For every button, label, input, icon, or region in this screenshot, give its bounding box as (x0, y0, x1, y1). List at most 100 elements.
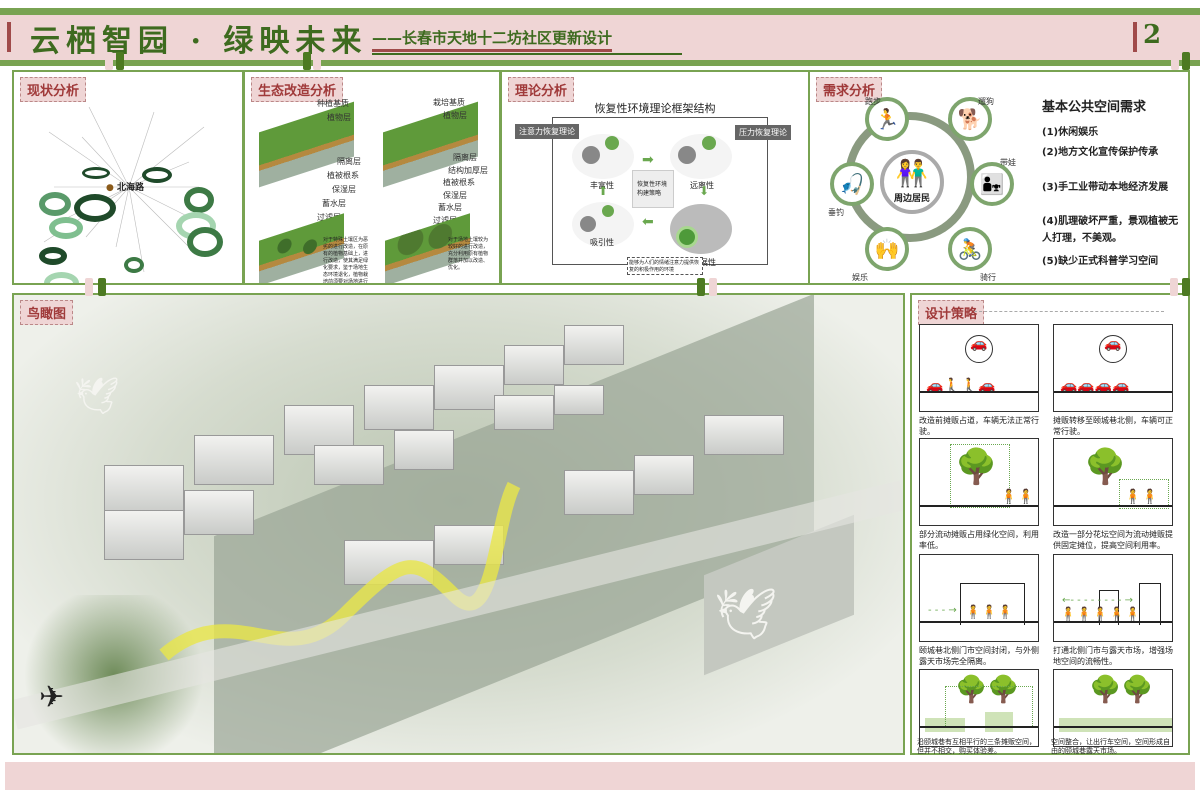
cars-icon: 🚗 (1099, 335, 1127, 363)
binder-clip (697, 278, 705, 296)
distance-node (670, 134, 732, 179)
activity-label: 娱乐 (852, 273, 868, 282)
node-distance-label: 远离性 (690, 181, 714, 190)
fishing-icon: 🎣 (830, 162, 874, 206)
theory-tag: 理论分析 (508, 77, 575, 102)
bird-icon: 🕊 (74, 376, 120, 417)
design-strategy-panel: 设计策略 🚗🚗🚶🚶🚗 🚗🚗🚗🚗🚗 改造前摊贩占道，车辆无法正常行驶。 摊贩转移至… (910, 293, 1190, 755)
ecology-tag: 生态改造分析 (251, 77, 344, 102)
fascination-node (572, 202, 634, 247)
activity-label: 垂钓 (828, 208, 844, 217)
page-subtitle: ——长春市天地十二坊社区更新设计 (372, 27, 613, 52)
tree-icon: 🌳 (1084, 447, 1127, 487)
binder-clip (1171, 52, 1179, 70)
location-icon: ● (106, 183, 114, 193)
strategy-diagram-6: ←- - - - - - - - →🧍🧍🧍🧍🧍 (1053, 554, 1173, 642)
node-ring (142, 167, 172, 183)
header-band (0, 15, 1200, 60)
strategy-caption: 部分流动摊贩占用绿化空间，利用率低。 (919, 530, 1039, 550)
binder-clip (709, 278, 717, 296)
arrow-down-icon: ⬇ (699, 184, 710, 198)
need-item: (1)休闲娱乐 (1042, 127, 1099, 138)
node-ring (124, 257, 144, 273)
needs-list: 基本公共空间需求 (1)休闲娱乐 (2)地方文化宣传保护传承 (3)手工业带动本… (1042, 96, 1182, 272)
top-green-bar (0, 8, 1200, 15)
binder-clip (98, 278, 106, 296)
node-ring (39, 247, 67, 265)
needs-panel: 需求分析 👫周边居民 🏃 🐕 👨‍👧 🚴 🙌 🎣 跑步 遛狗 带娃 骑行 娱乐 … (808, 70, 1190, 285)
footer-band (5, 762, 1195, 790)
status-center-label: 北海路 (117, 183, 145, 193)
dog-walking-icon: 🐕 (948, 97, 992, 141)
strategy-tag: 设计策略 (918, 300, 985, 325)
needs-tag: 需求分析 (816, 77, 883, 102)
node-ring (74, 194, 116, 222)
ecology-note-b: 对于场地土壤较为较好的进行改造，充分利用原有植物群落并加以改造、优化。 (448, 237, 489, 271)
binder-clip (85, 278, 93, 296)
ecology-note-a: 对于特殊土壤区为恶劣的进行改造，在原有的植物基础上，进行改造，使其满足绿化要求，… (323, 237, 369, 285)
node-ring (82, 167, 110, 179)
need-item: (4)肌理破坏严重，景观植被无人打理，不美观。 (1042, 216, 1179, 244)
cycling-icon: 🚴 (948, 227, 992, 271)
yellow-walkway (14, 480, 903, 730)
node-ring (184, 187, 214, 213)
arrow-right-icon: ➡ (642, 152, 654, 168)
activity-label: 带娃 (1000, 158, 1016, 167)
need-item: (2)地方文化宣传保护传承 (1042, 147, 1159, 158)
no-cars-icon: 🚗 (965, 335, 993, 363)
binder-clip (1170, 278, 1178, 296)
node-ring (187, 227, 223, 257)
strategy-caption: 摊贩转移至颐城巷北侧，车辆可正常行驶。 (1053, 416, 1173, 436)
strategy-diagram-3: 🌳🧍🧍 (919, 438, 1039, 526)
strategy-caption: 打通北侧门市与露天市场，增强场地空间的流畅性。 (1053, 646, 1173, 666)
tree-icon: 🌳🌳 (955, 675, 1020, 705)
aerial-rendering: 🕊 🕊 ✈ (14, 295, 903, 753)
tree-icon: 🌳 (955, 447, 998, 487)
node-richness-label: 丰富性 (590, 181, 614, 190)
bird-icon: 🕊 (714, 585, 778, 643)
activity-label: 遛狗 (978, 97, 994, 106)
subtitle-underline (372, 53, 682, 55)
binder-clip (313, 52, 321, 70)
theory-note: 能够为人们的情绪注意力提供恢复的积极作用的环境 (627, 257, 703, 275)
aerial-view-panel: 🕊 🕊 ✈ 鸟瞰图 (12, 293, 905, 755)
strategy-caption: 颐城巷北侧门市空间封闭，与外侧露天市场完全隔离。 (919, 646, 1039, 666)
node-ring (39, 192, 71, 216)
node-ring (44, 272, 79, 283)
tree-icon: 🌳🌳 (1089, 675, 1154, 705)
strategy-caption: 改造前摊贩占道，车辆无法正常行驶。 (919, 416, 1039, 436)
residents-center: 👫周边居民 (880, 150, 944, 214)
extent-node (670, 204, 732, 254)
childcare-icon: 👨‍👧 (970, 162, 1014, 206)
binder-clip (105, 52, 113, 70)
node-extent-label: 延展性 (692, 258, 716, 267)
binder-clip (1182, 52, 1190, 70)
running-icon: 🏃 (865, 97, 909, 141)
residents-icon: 👫 (895, 159, 929, 189)
binder-clip (1182, 278, 1190, 296)
strategy-caption: 空间整合，让出行车空间，空间形成自由的颐城巷露天市场。 (1051, 738, 1170, 755)
activity-label: 跑步 (865, 97, 881, 106)
need-item: (5)缺少正式科普学习空间 (1042, 256, 1159, 267)
ecology-panel: 生态改造分析 种植基质 植物层 隔离层 植被根系 保湿层 蓄水层 过滤层 栽培基… (243, 70, 501, 285)
need-item: (3)手工业带动本地经济发展 (1042, 182, 1169, 193)
header-green-bar (0, 60, 1200, 66)
strategy-caption: 改造一部分花坛空间为流动摊贩提供固定摊位，提高空间利用率。 (1053, 530, 1173, 550)
aerial-tag: 鸟瞰图 (20, 300, 74, 325)
page-number: 2 (1143, 20, 1162, 50)
layers-a: 种植基质 植物层 隔离层 植被根系 保湿层 蓄水层 过滤层 (317, 99, 361, 222)
header-accent-left (7, 22, 11, 52)
activity-label: 骑行 (980, 273, 996, 282)
node-fascination-label: 吸引性 (590, 238, 614, 247)
node-ring (49, 217, 83, 239)
attention-theory-label: 注意力恢复理论 (515, 124, 579, 139)
layers-b: 栽培基质 植物层 隔离层 结构加厚层 植被根系 保湿层 蓄水层 过滤层 (433, 98, 488, 225)
strategy-diagram-5: - - - →🧍🧍🧍 (919, 554, 1039, 642)
arrow-left-icon: ⬅ (642, 214, 654, 230)
theory-title: 恢复性环境理论框架结构 (594, 102, 716, 115)
strategy-diagram-2: 🚗🚗🚗🚗🚗 (1053, 324, 1173, 412)
strategy-diagram-1: 🚗🚗🚶🚶🚗 (919, 324, 1039, 412)
status-tag: 现状分析 (20, 77, 87, 102)
stress-theory-label: 压力恢复理论 (735, 125, 791, 140)
strategy-diagram-7: 🌳🌳 (919, 669, 1039, 747)
